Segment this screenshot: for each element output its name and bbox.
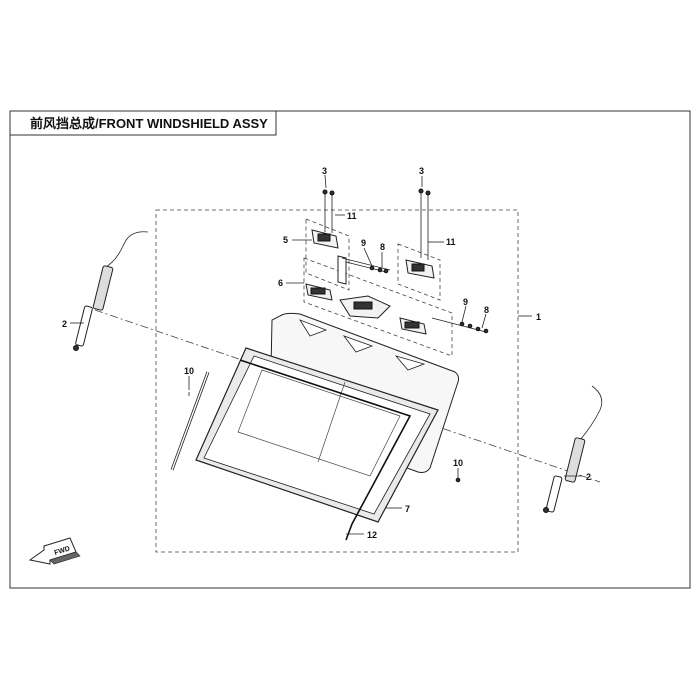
callout-9-top: 9 xyxy=(361,238,366,248)
callout-10-left: 10 xyxy=(184,366,194,376)
upper-mount-right xyxy=(405,259,435,279)
assembly-boundary xyxy=(155,209,519,553)
callout-3-left: 3 xyxy=(322,166,327,176)
callout-7: 7 xyxy=(405,504,410,514)
clip-group-boundary-lower xyxy=(303,257,453,357)
clip-group-boundary-upper-left xyxy=(305,218,350,291)
callout-9-bottom: 9 xyxy=(463,297,468,307)
axis-line xyxy=(94,309,601,483)
callout-5: 5 xyxy=(283,235,288,245)
outer-frame xyxy=(9,110,691,589)
windshield-frame xyxy=(195,347,439,523)
clip-group-boundary-upper-right xyxy=(397,243,441,301)
gas-strut-left xyxy=(73,231,149,351)
fwd-label: FWD xyxy=(54,545,71,557)
callout-3-right: 3 xyxy=(419,166,424,176)
lower-clamp-right xyxy=(399,317,427,335)
callout-10-right: 10 xyxy=(453,458,463,468)
bolt-set-bottom xyxy=(431,317,489,334)
callout-6: 6 xyxy=(278,278,283,288)
callout-1: 1 xyxy=(536,312,541,322)
gas-strut-right xyxy=(543,385,603,513)
callout-8-bottom: 8 xyxy=(484,305,489,315)
diagram-title: 前风挡总成/FRONT WINDSHIELD ASSY xyxy=(30,116,268,131)
fwd-arrow-icon: FWD xyxy=(28,537,81,565)
screw-left xyxy=(322,189,335,233)
callout-11-right: 11 xyxy=(446,237,456,247)
callout-2-right: 2 xyxy=(586,472,591,482)
lower-clamp-left xyxy=(305,283,333,301)
callout-12: 12 xyxy=(367,530,377,540)
upper-mount-left xyxy=(311,229,339,249)
edge-rod-right-marker xyxy=(455,477,461,483)
edge-rod-left xyxy=(170,371,210,471)
title-box: 前风挡总成/FRONT WINDSHIELD ASSY xyxy=(9,110,277,136)
callout-2-left: 2 xyxy=(62,319,67,329)
lower-clamp-center xyxy=(339,295,391,319)
seal-strip xyxy=(239,359,412,541)
callout-8-top: 8 xyxy=(380,242,385,252)
screw-right xyxy=(418,188,431,260)
bolt-set-top xyxy=(345,261,389,274)
leader-lines xyxy=(70,174,582,535)
callout-11-left: 11 xyxy=(347,211,357,221)
